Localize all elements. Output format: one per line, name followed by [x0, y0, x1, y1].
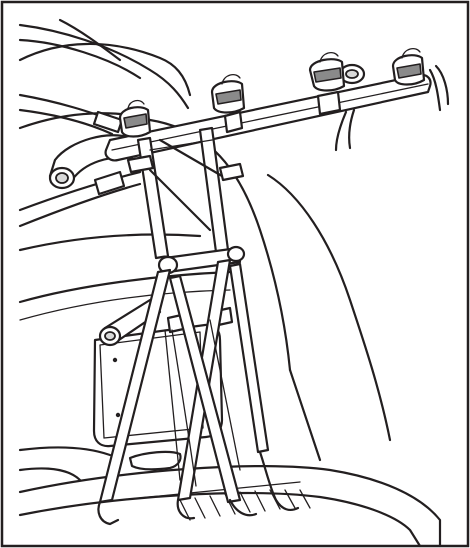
- cradle-4: [391, 47, 426, 86]
- carrier-arm: [104, 47, 450, 162]
- side-strap: [18, 170, 142, 228]
- top-straps: [18, 18, 190, 136]
- rack-braces: [148, 138, 224, 232]
- cradle-1: [118, 99, 152, 138]
- cradle-3: [308, 51, 346, 116]
- cradle-2: [210, 73, 246, 134]
- rack-legs: [97, 258, 300, 526]
